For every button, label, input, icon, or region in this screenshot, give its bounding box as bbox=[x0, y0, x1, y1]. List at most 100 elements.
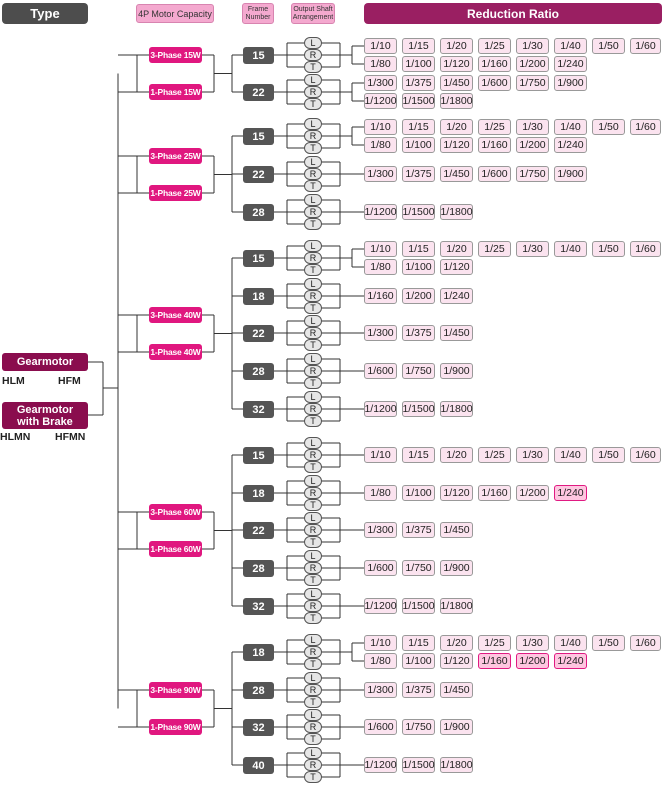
reduction-ratio-cell: 1/25 bbox=[478, 447, 511, 463]
reduction-ratio-cell: 1/240 bbox=[554, 485, 587, 501]
reduction-ratio-cell: 1/200 bbox=[516, 653, 549, 669]
frame-number-28: 28 bbox=[243, 682, 274, 699]
header-frame-number: Frame Number bbox=[242, 3, 274, 24]
frame-number-22: 22 bbox=[243, 522, 274, 539]
model-hfmn: HFMN bbox=[55, 430, 86, 443]
reduction-ratio-cell: 1/1200 bbox=[364, 401, 397, 417]
reduction-ratio-cell: 1/300 bbox=[364, 682, 397, 698]
reduction-ratio-cell: 1/120 bbox=[440, 259, 473, 275]
shaft-l: L bbox=[304, 634, 322, 646]
shaft-l: L bbox=[304, 315, 322, 327]
reduction-ratio-cell: 1/120 bbox=[440, 653, 473, 669]
reduction-ratio-cell: 1/375 bbox=[402, 682, 435, 698]
header-frame-line2: Number bbox=[245, 13, 271, 21]
header-shaft-line1: Output Shaft bbox=[293, 5, 333, 13]
reduction-ratio-cell: 1/375 bbox=[402, 166, 435, 182]
reduction-ratio-cell: 1/600 bbox=[364, 560, 397, 576]
reduction-ratio-cell: 1/1500 bbox=[402, 401, 435, 417]
frame-number-28: 28 bbox=[243, 363, 274, 380]
motor-capacity-4-0: 3-Phase 90W bbox=[149, 682, 202, 698]
frame-number-15: 15 bbox=[243, 250, 274, 267]
gearmotor-with-brake-box: Gearmotor with Brake bbox=[2, 402, 88, 429]
frame-number-22: 22 bbox=[243, 325, 274, 342]
frame-number-18: 18 bbox=[243, 644, 274, 661]
frame-number-32: 32 bbox=[243, 719, 274, 736]
motor-capacity-2-1: 1-Phase 40W bbox=[149, 344, 202, 360]
shaft-t: T bbox=[304, 264, 322, 276]
reduction-ratio-cell: 1/200 bbox=[516, 485, 549, 501]
shaft-t: T bbox=[304, 499, 322, 511]
reduction-ratio-cell: 1/50 bbox=[592, 38, 625, 54]
frame-number-32: 32 bbox=[243, 401, 274, 418]
motor-capacity-4-1: 1-Phase 90W bbox=[149, 719, 202, 735]
motor-capacity-1-1: 1-Phase 25W bbox=[149, 185, 202, 201]
reduction-ratio-cell: 1/1200 bbox=[364, 204, 397, 220]
model-hlm: HLM bbox=[2, 374, 25, 387]
frame-number-22: 22 bbox=[243, 84, 274, 101]
reduction-ratio-cell: 1/10 bbox=[364, 447, 397, 463]
reduction-ratio-cell: 1/50 bbox=[592, 241, 625, 257]
reduction-ratio-cell: 1/900 bbox=[554, 75, 587, 91]
shaft-l: L bbox=[304, 512, 322, 524]
reduction-ratio-cell: 1/160 bbox=[478, 653, 511, 669]
motor-capacity-0-1: 1-Phase 15W bbox=[149, 84, 202, 100]
shaft-t: T bbox=[304, 142, 322, 154]
reduction-ratio-cell: 1/60 bbox=[630, 241, 661, 257]
reduction-ratio-cell: 1/10 bbox=[364, 119, 397, 135]
reduction-ratio-cell: 1/100 bbox=[402, 137, 435, 153]
shaft-l: L bbox=[304, 588, 322, 600]
reduction-ratio-cell: 1/20 bbox=[440, 241, 473, 257]
shaft-l: L bbox=[304, 74, 322, 86]
reduction-ratio-cell: 1/40 bbox=[554, 635, 587, 651]
shaft-r: R bbox=[304, 403, 322, 415]
reduction-ratio-cell: 1/60 bbox=[630, 447, 661, 463]
shaft-r: R bbox=[304, 252, 322, 264]
reduction-ratio-cell: 1/750 bbox=[402, 719, 435, 735]
reduction-ratio-cell: 1/160 bbox=[478, 137, 511, 153]
reduction-ratio-cell: 1/900 bbox=[440, 363, 473, 379]
reduction-ratio-cell: 1/20 bbox=[440, 447, 473, 463]
shaft-l: L bbox=[304, 550, 322, 562]
reduction-ratio-cell: 1/160 bbox=[478, 56, 511, 72]
reduction-ratio-cell: 1/20 bbox=[440, 635, 473, 651]
reduction-ratio-cell: 1/25 bbox=[478, 38, 511, 54]
shaft-t: T bbox=[304, 461, 322, 473]
reduction-ratio-cell: 1/1500 bbox=[402, 598, 435, 614]
reduction-ratio-cell: 1/200 bbox=[402, 288, 435, 304]
reduction-ratio-cell: 1/30 bbox=[516, 447, 549, 463]
shaft-l: L bbox=[304, 118, 322, 130]
reduction-ratio-cell: 1/600 bbox=[364, 363, 397, 379]
reduction-ratio-cell: 1/300 bbox=[364, 166, 397, 182]
reduction-ratio-cell: 1/160 bbox=[478, 485, 511, 501]
reduction-ratio-cell: 1/25 bbox=[478, 241, 511, 257]
reduction-ratio-cell: 1/200 bbox=[516, 56, 549, 72]
reduction-ratio-cell: 1/25 bbox=[478, 635, 511, 651]
shaft-l: L bbox=[304, 437, 322, 449]
motor-capacity-0-0: 3-Phase 15W bbox=[149, 47, 202, 63]
reduction-ratio-cell: 1/40 bbox=[554, 241, 587, 257]
shaft-r: R bbox=[304, 365, 322, 377]
shaft-t: T bbox=[304, 218, 322, 230]
reduction-ratio-cell: 1/450 bbox=[440, 682, 473, 698]
shaft-l: L bbox=[304, 709, 322, 721]
frame-number-15: 15 bbox=[243, 447, 274, 464]
shaft-t: T bbox=[304, 98, 322, 110]
motor-capacity-2-0: 3-Phase 40W bbox=[149, 307, 202, 323]
frame-number-40: 40 bbox=[243, 757, 274, 774]
shaft-l: L bbox=[304, 240, 322, 252]
reduction-ratio-cell: 1/750 bbox=[516, 75, 549, 91]
reduction-ratio-cell: 1/15 bbox=[402, 38, 435, 54]
shaft-l: L bbox=[304, 391, 322, 403]
reduction-ratio-cell: 1/100 bbox=[402, 653, 435, 669]
reduction-ratio-cell: 1/450 bbox=[440, 166, 473, 182]
reduction-ratio-cell: 1/200 bbox=[516, 137, 549, 153]
reduction-ratio-cell: 1/1800 bbox=[440, 401, 473, 417]
reduction-ratio-cell: 1/300 bbox=[364, 325, 397, 341]
frame-number-32: 32 bbox=[243, 598, 274, 615]
shaft-t: T bbox=[304, 696, 322, 708]
reduction-ratio-cell: 1/50 bbox=[592, 119, 625, 135]
motor-capacity-3-0: 3-Phase 60W bbox=[149, 504, 202, 520]
reduction-ratio-cell: 1/80 bbox=[364, 485, 397, 501]
shaft-r: R bbox=[304, 646, 322, 658]
